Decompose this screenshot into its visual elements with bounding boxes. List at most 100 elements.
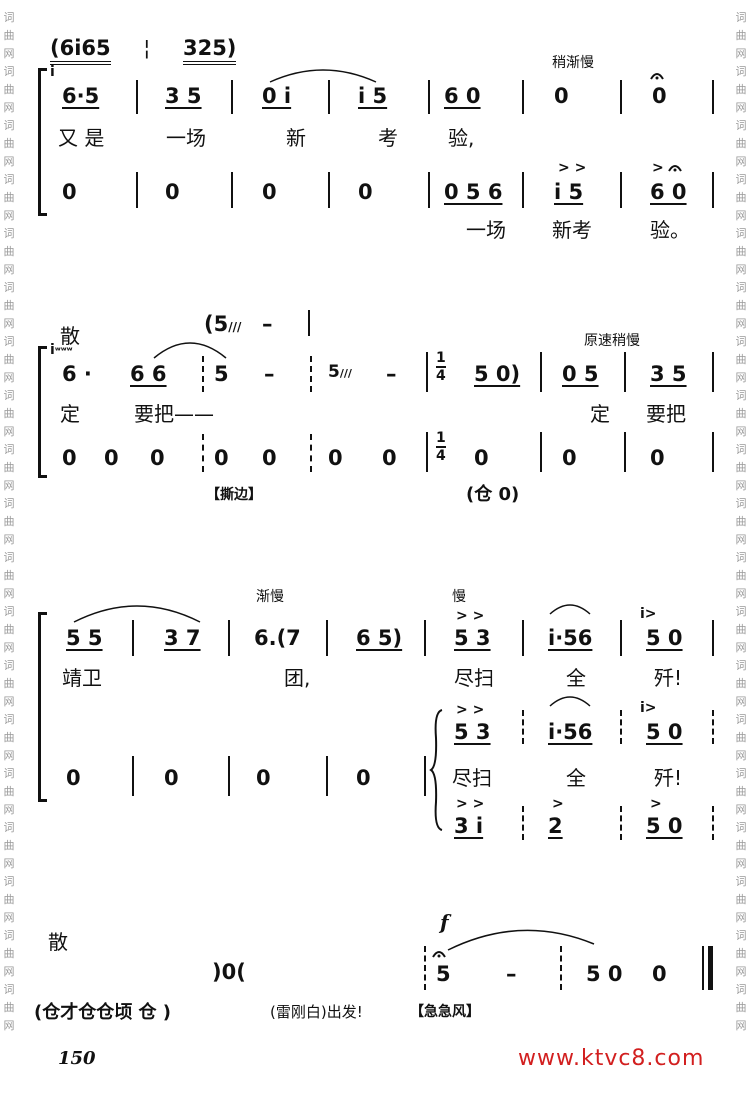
tempo-marking: 稍渐慢 <box>552 55 594 71</box>
note-group: 6 · <box>62 362 92 386</box>
note-group: i·56 <box>548 720 593 744</box>
note-group: 5 5 <box>66 626 103 650</box>
note-group: 3 5 <box>165 84 202 108</box>
watermark-char: 网 <box>3 1019 15 1032</box>
note-group: 5 0 <box>586 962 623 986</box>
bar-line <box>624 352 626 392</box>
lyric: 尽扫 <box>454 666 494 690</box>
note-group: 5 0) <box>474 362 521 386</box>
watermark-char: 词 <box>3 173 15 186</box>
watermark-char: 词 <box>3 281 15 294</box>
lyric: 要把 <box>646 402 686 426</box>
watermark-char: 曲 <box>735 245 747 258</box>
key-signature: i <box>50 64 55 80</box>
percussion-line: (仓才仓仓顷 仓 ) <box>34 1002 171 1023</box>
lyric: 验。 <box>650 218 690 242</box>
paren-mark: )0( <box>212 960 246 984</box>
watermark-char: 词 <box>3 65 15 78</box>
watermark-char: 曲 <box>3 947 15 960</box>
lyric: 团, <box>284 666 311 690</box>
watermark-char: 词 <box>3 713 15 726</box>
dash: – <box>264 362 275 386</box>
bar-line <box>428 80 430 114</box>
bar-line <box>522 80 524 114</box>
lyric: 新考 <box>552 218 592 242</box>
dash: – <box>506 962 517 986</box>
bar-line <box>624 432 626 472</box>
note-group: 5 3 <box>454 626 491 650</box>
watermark-char: 词 <box>3 983 15 996</box>
rest: 0 <box>66 766 81 790</box>
intro-dash-bar: ¦ <box>143 36 151 60</box>
watermark-char: 网 <box>735 641 747 654</box>
bar-line <box>132 620 134 656</box>
watermark-char: 网 <box>3 101 15 114</box>
watermark-char: 词 <box>735 11 747 24</box>
watermark-char: 曲 <box>735 83 747 96</box>
watermark-char: 网 <box>3 479 15 492</box>
page-number: 150 <box>58 1048 96 1069</box>
watermark-char: 词 <box>735 335 747 348</box>
watermark-char: 词 <box>3 227 15 240</box>
accent-mark: i> <box>640 606 657 622</box>
watermark-char: 曲 <box>3 569 15 582</box>
tempo-free: 散 <box>48 930 68 954</box>
accent-mark: > <box>552 796 564 812</box>
watermark-char: 曲 <box>3 785 15 798</box>
note-group: 5 <box>436 962 451 986</box>
watermark-char: 曲 <box>735 29 747 42</box>
bar-line <box>136 172 138 208</box>
watermark-char: 词 <box>735 659 747 672</box>
watermark-char: 曲 <box>735 947 747 960</box>
watermark-char: 曲 <box>735 137 747 150</box>
slur-icon <box>73 605 201 623</box>
bar-line <box>712 172 714 208</box>
note-group: 6.(7 <box>254 626 301 650</box>
watermark-char: 词 <box>3 659 15 672</box>
note-group: 6 0 <box>444 84 481 108</box>
trill-note: (5/// <box>204 312 242 336</box>
note-group: 5 0 <box>646 626 683 650</box>
lyric: 尽扫 <box>452 766 492 790</box>
note-group: 6 5) <box>356 626 403 650</box>
system2-bracket <box>38 346 47 478</box>
note-group: 3 7 <box>164 626 201 650</box>
watermark-char: 词 <box>735 767 747 780</box>
watermark-char: 曲 <box>735 677 747 690</box>
slur-icon <box>153 342 227 359</box>
accent-mark: > > <box>558 160 587 176</box>
bar-line <box>228 620 230 656</box>
watermark-char: 网 <box>735 911 747 924</box>
watermark-char: 曲 <box>735 893 747 906</box>
watermark-char: 网 <box>735 317 747 330</box>
note-group: 5 0 <box>646 720 683 744</box>
lyric: 考 <box>378 126 398 150</box>
note-group: 6·5 <box>62 84 100 108</box>
watermark-char: 词 <box>735 821 747 834</box>
watermark-char: 网 <box>735 101 747 114</box>
note-group: 6 6 <box>130 362 167 386</box>
site-watermark: www.ktvc8.com <box>518 1046 705 1071</box>
watermark-char: 网 <box>3 587 15 600</box>
bar-line <box>136 80 138 114</box>
watermark-char: 曲 <box>3 245 15 258</box>
accent-mark: > > <box>456 796 485 812</box>
watermark-char: 曲 <box>735 623 747 636</box>
watermark-char: 词 <box>735 983 747 996</box>
rest: 0 <box>356 766 371 790</box>
bar-line <box>308 310 310 336</box>
watermark-char: 词 <box>3 497 15 510</box>
note-group: 5/// <box>328 362 352 382</box>
lyric: 验, <box>448 126 475 150</box>
dashed-bar-line <box>620 710 622 744</box>
brace-icon <box>429 709 443 831</box>
watermark-char: 曲 <box>3 893 15 906</box>
watermark-char: 曲 <box>735 515 747 528</box>
percussion-note: (仓 0) <box>466 484 520 505</box>
bar-line <box>426 352 428 392</box>
tempo-marking: 渐慢 <box>256 589 284 605</box>
watermark-char: 词 <box>3 929 15 942</box>
watermark-char: 词 <box>735 227 747 240</box>
watermark-char: 词 <box>3 605 15 618</box>
watermark-char: 网 <box>3 317 15 330</box>
